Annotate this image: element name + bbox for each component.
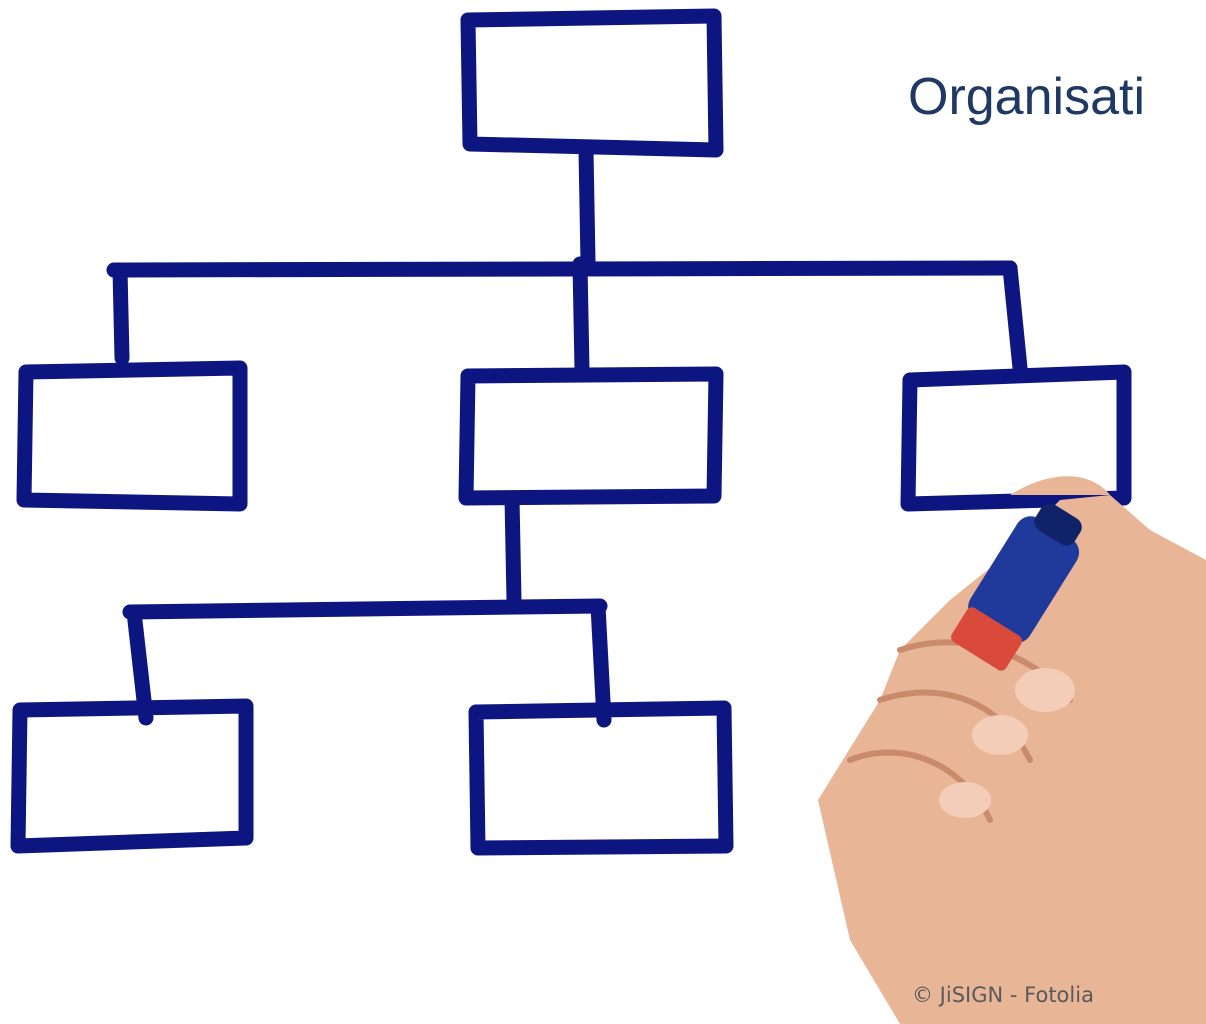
- org-box-level3-left: [10, 698, 254, 854]
- image-credit: © JiSIGN - Fotolia: [912, 983, 1094, 1007]
- org-box-level3-right: [468, 700, 734, 856]
- connector-middle-trunk: [504, 490, 522, 608]
- connector-left-drop: [112, 262, 130, 366]
- org-box-level2-left: [16, 360, 248, 512]
- connector-middle-drop: [572, 256, 590, 378]
- org-box-level2-right: [900, 364, 1132, 512]
- connector-level2-bar: [122, 598, 608, 620]
- connector-level1-bar: [106, 260, 1018, 278]
- connector-right-drop: [1002, 260, 1028, 376]
- connector-top-trunk: [578, 142, 596, 270]
- org-box-level2-middle: [458, 366, 724, 506]
- page-title: Organisati: [908, 68, 1145, 126]
- connector-bottom-right-drop: [590, 598, 612, 728]
- hand-with-marker-image: [818, 476, 1206, 1024]
- org-box-top: [460, 8, 724, 158]
